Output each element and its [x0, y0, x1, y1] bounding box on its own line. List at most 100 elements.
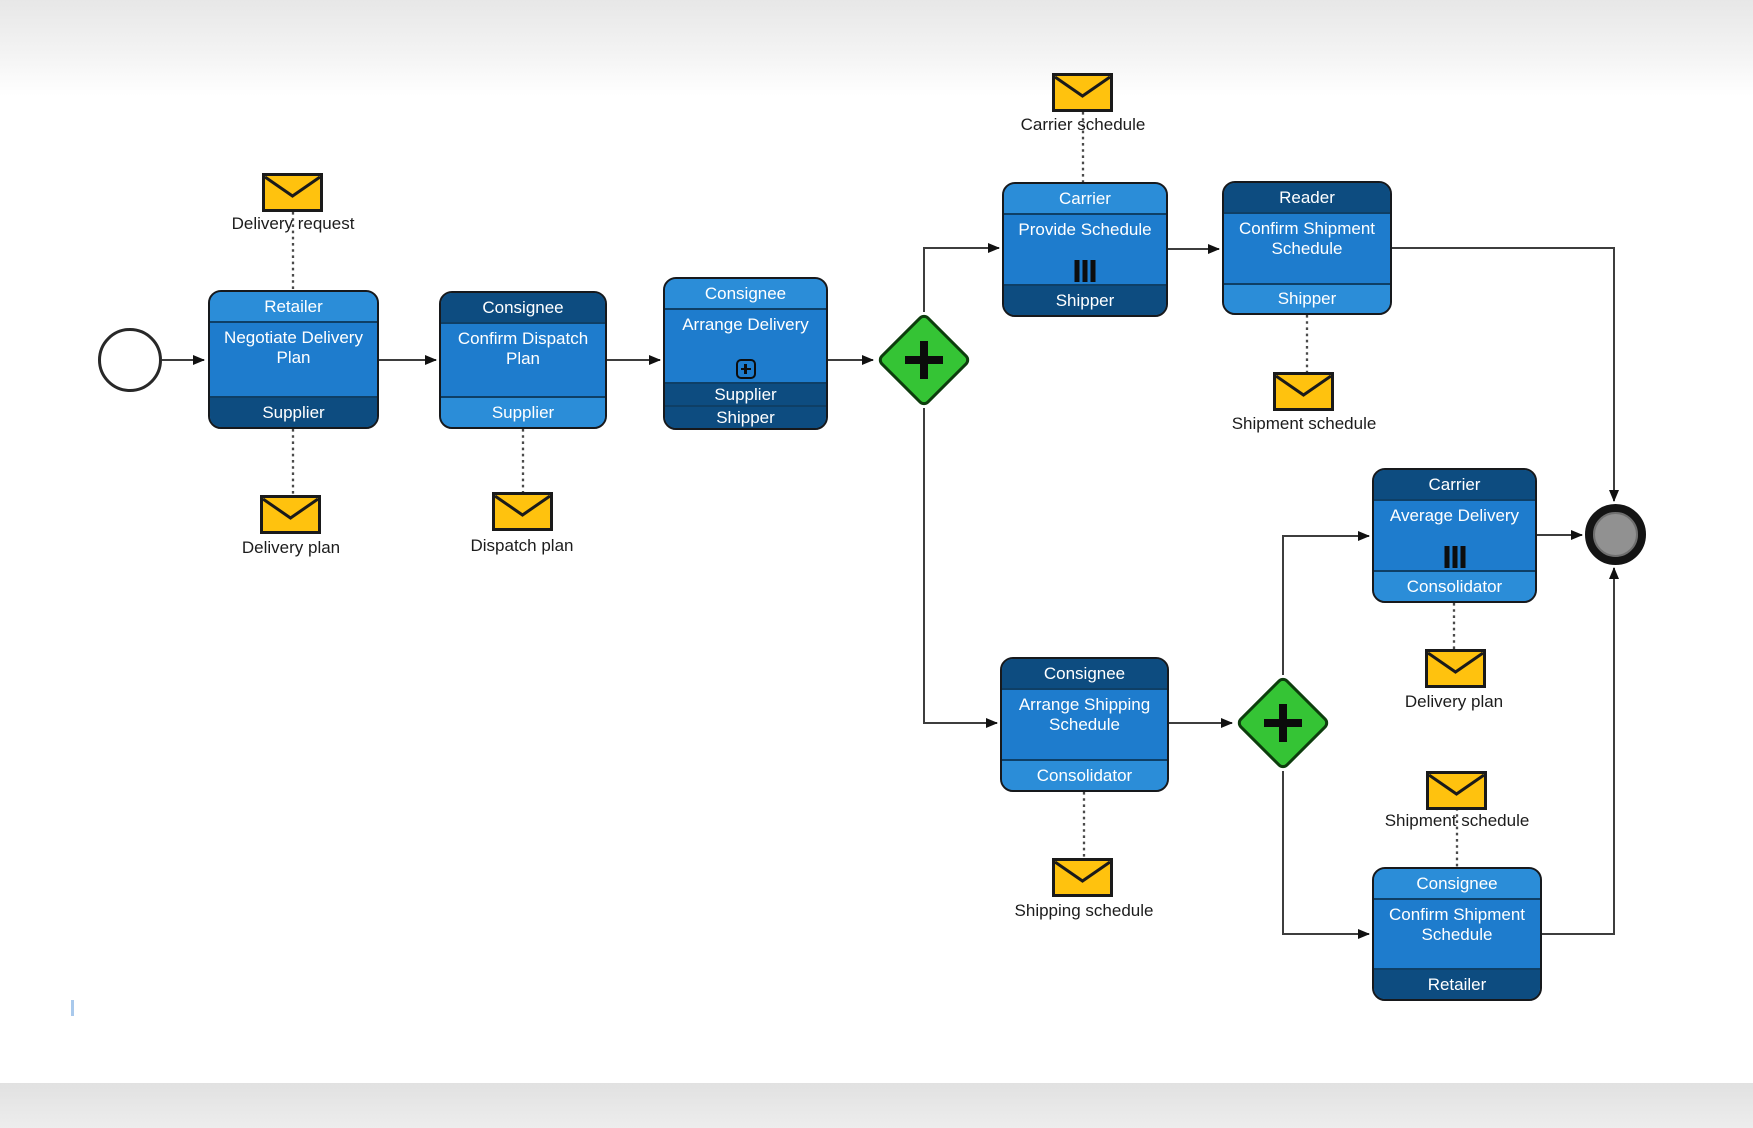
- task-arrange-delivery[interactable]: Consignee Arrange Delivery Supplier Ship…: [663, 277, 828, 430]
- flow-gateway2-to-average-delivery: [1282, 531, 1370, 675]
- task-body: Arrange Shipping Schedule: [1002, 690, 1167, 759]
- lane-label: Retailer: [1427, 974, 1487, 994]
- lane-label: Shipper: [1055, 290, 1115, 310]
- task-confirm-shipment-schedule-reader[interactable]: Reader Confirm Shipment Schedule Shipper: [1222, 181, 1392, 315]
- task-average-delivery[interactable]: Carrier Average Delivery Consolidator: [1372, 468, 1537, 603]
- envelope-icon: [1052, 858, 1113, 897]
- lane-label: Shipper: [1277, 289, 1337, 308]
- lane-label: Retailer: [264, 296, 323, 316]
- envelope-icon: [1425, 649, 1486, 688]
- top-gradient-strip: [0, 0, 1753, 96]
- message-shipment-schedule-1[interactable]: [1273, 372, 1334, 411]
- boxed-plus-icon: [735, 359, 756, 379]
- task-top-lane: Consignee: [441, 293, 605, 324]
- end-event[interactable]: [1585, 504, 1646, 565]
- task-negotiate-delivery-plan[interactable]: Retailer Negotiate Delivery Plan Supplie…: [208, 290, 379, 429]
- envelope-icon: [1273, 372, 1334, 411]
- task-top-lane: Reader: [1224, 183, 1390, 214]
- envelope-icon: [492, 492, 553, 531]
- message-carrier-schedule[interactable]: [1052, 73, 1113, 112]
- lane-label: Consignee: [1043, 663, 1126, 683]
- message-shipping-schedule[interactable]: [1052, 858, 1113, 897]
- task-confirm-dispatch-plan[interactable]: Consignee Confirm Dispatch Plan Supplier: [439, 291, 607, 429]
- triple-bar-icon: [1444, 546, 1465, 568]
- lane-label: Carrier: [1059, 188, 1111, 208]
- task-label: Provide Schedule: [1018, 220, 1152, 239]
- bottom-gray-strip: [0, 1083, 1753, 1128]
- lane-label: Reader: [1279, 187, 1335, 207]
- lane-label: Supplier: [262, 402, 325, 422]
- task-bottom-lane: Shipper: [1224, 283, 1390, 313]
- task-top-lane: Carrier: [1374, 470, 1535, 501]
- message-label: Delivery plan: [1404, 692, 1504, 711]
- task-label: Arrange Shipping Schedule: [1018, 695, 1151, 734]
- message-label: Dispatch plan: [470, 536, 574, 555]
- task-confirm-shipment-schedule-consignee[interactable]: Consignee Confirm Shipment Schedule Reta…: [1372, 867, 1542, 1001]
- lane-label: Consignee: [482, 297, 564, 317]
- envelope-icon: [262, 173, 323, 212]
- task-body: Arrange Delivery: [665, 310, 826, 382]
- task-label: Confirm Dispatch Plan: [457, 329, 589, 368]
- lane-label: Consolidator: [1036, 765, 1133, 785]
- envelope-icon: [1426, 771, 1487, 810]
- task-body: Negotiate Delivery Plan: [210, 323, 377, 396]
- flow-gateway2-to-confirm-shipment: [1282, 771, 1370, 939]
- message-shipment-schedule-2[interactable]: [1426, 771, 1487, 810]
- task-bottom-lane: Shipper: [665, 405, 826, 428]
- task-top-lane: Consignee: [1374, 869, 1540, 900]
- message-label: Shipping schedule: [1014, 901, 1154, 920]
- task-bottom-lane: Retailer: [1374, 968, 1540, 999]
- task-top-lane: Retailer: [210, 292, 377, 323]
- message-label: Delivery request: [231, 214, 355, 233]
- task-bottom-lane: Supplier: [665, 382, 826, 405]
- message-label: Shipment schedule: [1231, 414, 1377, 433]
- task-arrange-shipping-schedule[interactable]: Consignee Arrange Shipping Schedule Cons…: [1000, 657, 1169, 792]
- lane-label: Consignee: [704, 283, 787, 303]
- envelope-icon: [1052, 73, 1113, 112]
- message-delivery-request[interactable]: [262, 173, 323, 212]
- message-dispatch-plan[interactable]: [492, 492, 553, 531]
- flow-reader-to-end: [1392, 247, 1619, 502]
- envelope-icon: [260, 495, 321, 534]
- flow-gateway1-to-arrange-shipping: [923, 408, 998, 728]
- task-body: Average Delivery: [1374, 501, 1535, 570]
- plus-icon: [890, 326, 958, 394]
- lane-label: Shipper: [716, 407, 775, 427]
- message-delivery-plan[interactable]: [260, 495, 321, 534]
- text-cursor-artifact: [71, 1000, 74, 1016]
- task-body: Confirm Dispatch Plan: [441, 324, 605, 396]
- task-bottom-lane: Shipper: [1004, 284, 1166, 315]
- message-delivery-plan-2[interactable]: [1425, 649, 1486, 688]
- task-body: Provide Schedule: [1004, 215, 1166, 284]
- task-label: Arrange Delivery: [682, 315, 809, 334]
- task-body: Confirm Shipment Schedule: [1374, 900, 1540, 968]
- task-top-lane: Carrier: [1004, 184, 1166, 215]
- task-label: Confirm Shipment Schedule: [1238, 219, 1376, 258]
- lane-label: Supplier: [714, 384, 777, 404]
- task-body: Confirm Shipment Schedule: [1224, 214, 1390, 283]
- parallel-gateway-1[interactable]: [875, 311, 973, 409]
- task-bottom-lane: Consolidator: [1374, 570, 1535, 601]
- parallel-gateway-2[interactable]: [1234, 674, 1332, 772]
- triple-bar-icon: [1074, 260, 1096, 282]
- flow-gateway1-to-provide-schedule: [923, 243, 1000, 312]
- task-provide-schedule[interactable]: Carrier Provide Schedule Shipper: [1002, 182, 1168, 317]
- lane-label: Consignee: [1416, 873, 1498, 893]
- message-label: Carrier schedule: [1020, 115, 1146, 134]
- task-bottom-lane: Supplier: [441, 396, 605, 427]
- task-label: Confirm Shipment Schedule: [1388, 905, 1526, 944]
- lane-label: Consolidator: [1406, 576, 1503, 596]
- message-label: Delivery plan: [241, 538, 341, 557]
- task-bottom-lane: Consolidator: [1002, 759, 1167, 790]
- task-label: Negotiate Delivery Plan: [224, 328, 363, 367]
- lane-label: Carrier: [1428, 474, 1481, 494]
- task-top-lane: Consignee: [1002, 659, 1167, 690]
- start-event[interactable]: [98, 328, 162, 392]
- task-label: Average Delivery: [1389, 506, 1520, 525]
- flow-confirm-shipment-to-end: [1542, 567, 1619, 935]
- lane-label: Supplier: [491, 402, 555, 422]
- task-top-lane: Consignee: [665, 279, 826, 310]
- task-bottom-lane: Supplier: [210, 396, 377, 427]
- message-label: Shipment schedule: [1384, 811, 1530, 830]
